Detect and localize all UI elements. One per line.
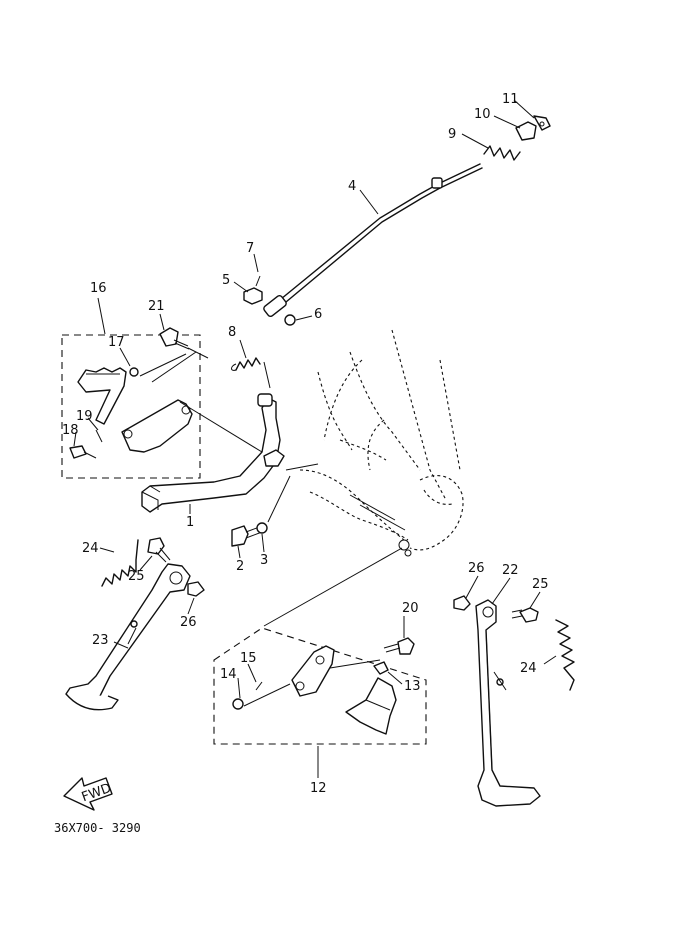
part-labels: 11 10 9 4 7 5 6 16 21 8 17 19 18 1 2 3 2… bbox=[62, 92, 549, 796]
label-part-19: 19 bbox=[76, 409, 93, 424]
label-part-9: 9 bbox=[448, 127, 456, 142]
label-part-15: 15 bbox=[240, 651, 257, 666]
label-part-20: 20 bbox=[402, 601, 419, 616]
group-box-16 bbox=[61, 334, 201, 479]
label-part-23: 23 bbox=[92, 633, 109, 648]
leader-lines bbox=[73, 99, 557, 699]
footrest-bracket-right bbox=[232, 645, 397, 735]
label-part-24-right: 24 bbox=[520, 661, 537, 676]
label-part-4: 4 bbox=[348, 179, 356, 194]
spring-9 bbox=[483, 115, 551, 161]
label-part-5: 5 bbox=[222, 273, 230, 288]
bolt-20 bbox=[383, 637, 415, 655]
spring-8 bbox=[231, 357, 271, 389]
footrest-bracket-left bbox=[69, 353, 193, 459]
label-part-1: 1 bbox=[186, 515, 194, 530]
brake-pedal-1 bbox=[141, 351, 319, 513]
label-part-16: 16 bbox=[90, 281, 107, 296]
sidestand-right-22 bbox=[475, 599, 541, 807]
label-part-2: 2 bbox=[236, 559, 244, 574]
clevis-5 bbox=[243, 275, 296, 326]
fwd-arrow-icon: FWD bbox=[63, 777, 114, 811]
leader-16 bbox=[97, 297, 106, 335]
label-part-26-right: 26 bbox=[468, 561, 485, 576]
bolt-21 bbox=[159, 327, 209, 359]
fwd-label: FWD bbox=[80, 781, 114, 805]
group-box-12 bbox=[213, 627, 427, 745]
label-part-21: 21 bbox=[148, 299, 165, 314]
brake-rod-4 bbox=[263, 163, 483, 317]
bolt-25-left bbox=[147, 537, 205, 597]
bolt-25-right bbox=[453, 595, 539, 623]
label-part-25-right: 25 bbox=[532, 577, 549, 592]
label-part-18: 18 bbox=[62, 423, 79, 438]
spring-24-right bbox=[555, 619, 575, 691]
label-part-13: 13 bbox=[404, 679, 421, 694]
engine-frame-outline bbox=[299, 329, 464, 557]
label-part-11: 11 bbox=[502, 92, 519, 107]
sidestand-left-23 bbox=[65, 563, 191, 711]
label-part-26-left: 26 bbox=[180, 615, 197, 630]
spring-24-left bbox=[101, 539, 139, 587]
label-part-8: 8 bbox=[228, 325, 236, 340]
label-part-17: 17 bbox=[108, 335, 125, 350]
connector-12 bbox=[263, 547, 403, 627]
label-part-24-left: 24 bbox=[82, 541, 99, 556]
label-part-14: 14 bbox=[220, 667, 237, 682]
label-part-3: 3 bbox=[260, 553, 268, 568]
label-part-10: 10 bbox=[474, 107, 491, 122]
label-part-7: 7 bbox=[246, 241, 254, 256]
label-part-12: 12 bbox=[310, 781, 327, 796]
label-part-25-left: 25 bbox=[128, 569, 145, 584]
drawing-code: 36X700- 3290 bbox=[54, 821, 141, 835]
label-part-6: 6 bbox=[314, 307, 322, 322]
bolt-2 bbox=[231, 475, 291, 547]
label-part-22: 22 bbox=[502, 563, 519, 578]
